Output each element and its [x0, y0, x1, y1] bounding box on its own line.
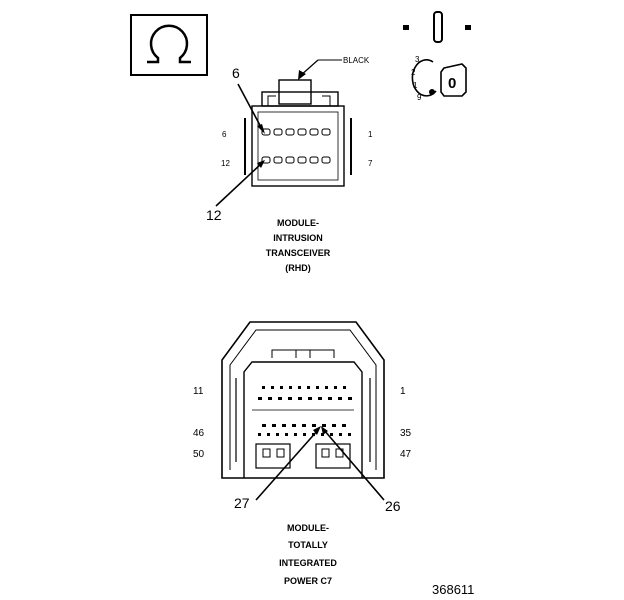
- caption-line: TOTALLY: [288, 540, 328, 550]
- intrusion-caption: MODULE- INTRUSION TRANSCEIVER (RHD): [266, 218, 331, 273]
- caption-line: (RHD): [285, 263, 311, 273]
- pin-row-1: [261, 128, 331, 136]
- pin-row-2: [261, 156, 331, 164]
- key-label: 0: [448, 75, 456, 92]
- power-cavity-left: [255, 443, 291, 469]
- callout-pin-27: 27: [234, 495, 250, 511]
- caption-line: TRANSCEIVER: [266, 248, 331, 258]
- caption-line: INTEGRATED: [279, 558, 337, 568]
- pin-label-row2-right: 7: [368, 159, 373, 168]
- callout-pin-6: 6: [232, 65, 240, 81]
- pin-label-47: 47: [400, 449, 412, 460]
- key-position-3: 3: [415, 55, 420, 64]
- pin-label-46: 46: [193, 428, 205, 439]
- pin-grid-row-4: [258, 433, 351, 436]
- callout-pin-26: 26: [385, 498, 401, 514]
- pin-label-35: 35: [400, 428, 412, 439]
- pin-label-row2-left: 12: [221, 159, 230, 168]
- caption-line: INTRUSION: [273, 233, 323, 243]
- pin-grid-row-2: [258, 397, 352, 400]
- pin-label-row1-left: 6: [222, 130, 227, 139]
- caption-line: MODULE-: [287, 523, 329, 533]
- tipm-c7-connector: 11 1 46 35 50 47 27 26 MODULE- TOTALLY I…: [193, 321, 412, 586]
- power-cavity-right: [315, 443, 351, 469]
- key-position-1: 1: [413, 81, 418, 90]
- pin-grid-row-3: [262, 424, 346, 427]
- ignition-switch-symbol: 3 2 1 9 0: [403, 11, 471, 102]
- pin-grid-row-1: [262, 386, 346, 389]
- pin-label-11: 11: [193, 386, 204, 397]
- callout-pin-12: 12: [206, 207, 222, 223]
- figure-id: 368611: [432, 582, 474, 597]
- ohm-meter-symbol: Ω: [130, 14, 208, 76]
- caption-line: POWER C7: [284, 576, 332, 586]
- pin-label-50: 50: [193, 449, 205, 460]
- key-position-9: 9: [417, 93, 422, 102]
- pin-label-row1-right: 1: [368, 130, 373, 139]
- key-position-2: 2: [411, 68, 416, 77]
- tipm-caption: MODULE- TOTALLY INTEGRATED POWER C7: [279, 523, 337, 586]
- connector-color-label: BLACK: [343, 56, 370, 65]
- pin-label-1: 1: [400, 386, 406, 397]
- intrusion-transceiver-connector: BLACK 6 12 6 1 12 7 MODULE- INTRUSION TR…: [206, 56, 373, 273]
- caption-line: MODULE-: [277, 218, 319, 228]
